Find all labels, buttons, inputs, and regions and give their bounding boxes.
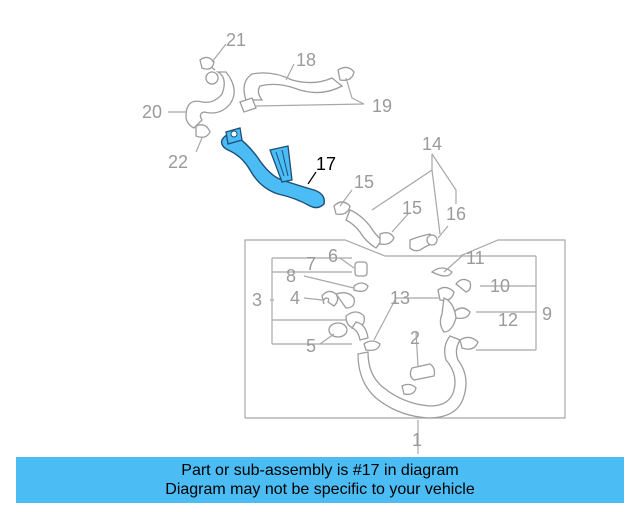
- callout-6: 6: [328, 246, 338, 266]
- callout-12: 12: [498, 310, 518, 330]
- callout-5: 5: [306, 336, 316, 356]
- callout-15-upper: 15: [354, 172, 374, 192]
- callout-14: 14: [422, 134, 442, 154]
- callout-2: 2: [410, 328, 420, 348]
- callout-17: 17: [316, 154, 336, 174]
- callout-21: 21: [226, 30, 246, 50]
- clamp-19-left: [239, 97, 257, 113]
- clamp-15-upper: [333, 201, 351, 215]
- callout-4: 4: [290, 288, 300, 308]
- hose-assembly-18-19: [239, 66, 355, 113]
- box-inner-parts: [321, 261, 479, 419]
- callout-15-lower: 15: [402, 198, 422, 218]
- fitting-2: [409, 363, 436, 381]
- callout-22: 22: [168, 152, 188, 172]
- clip-4: [321, 290, 339, 307]
- banner-line-1: Part or sub-assembly is #17 in diagram: [181, 462, 459, 479]
- info-banner: Part or sub-assembly is #17 in diagram D…: [16, 457, 624, 503]
- callout-13: 13: [390, 288, 410, 308]
- leader-lines: [168, 43, 537, 454]
- callout-9: 9: [542, 304, 552, 324]
- pipe-17-bracket: [269, 145, 293, 183]
- oring-5: [328, 322, 348, 338]
- clamp-22: [195, 124, 211, 138]
- banner-line-2: Diagram may not be specific to your vehi…: [165, 481, 475, 498]
- callout-10: 10: [490, 276, 510, 296]
- hose-assembly-14-16: [333, 201, 438, 252]
- callout-19: 19: [372, 96, 392, 116]
- hose-lower: [357, 335, 467, 419]
- pipe-17: [220, 133, 325, 209]
- clamp-21: [199, 56, 215, 70]
- hose-20: [185, 71, 235, 129]
- callout-labels: 21 18 20 19 22 14 17 15 15 16 6 7 11 8 1…: [142, 30, 552, 450]
- clip-10: [455, 278, 472, 293]
- hose-14: [345, 209, 383, 249]
- callout-1: 1: [412, 430, 422, 450]
- callout-11: 11: [466, 248, 485, 268]
- callout-8: 8: [286, 266, 296, 286]
- oring-11: [430, 267, 453, 277]
- callout-7: 7: [306, 254, 316, 274]
- clamp-15-lower: [379, 232, 395, 246]
- parts-diagram: 21 18 20 19 22 14 17 15 15 16 6 7 11 8 1…: [142, 30, 566, 454]
- callout-3: 3: [252, 290, 262, 310]
- part-17-highlighted: [220, 127, 325, 209]
- hose-assembly-20-22: [185, 56, 235, 138]
- clamp-12: [453, 307, 471, 320]
- hose-18: [243, 72, 344, 101]
- callout-16: 16: [446, 204, 466, 224]
- clamp-13-left: [363, 340, 381, 352]
- callout-20: 20: [142, 102, 162, 122]
- callout-18: 18: [296, 50, 316, 70]
- clamp-19-right: [337, 66, 355, 81]
- box-outline: [244, 239, 566, 419]
